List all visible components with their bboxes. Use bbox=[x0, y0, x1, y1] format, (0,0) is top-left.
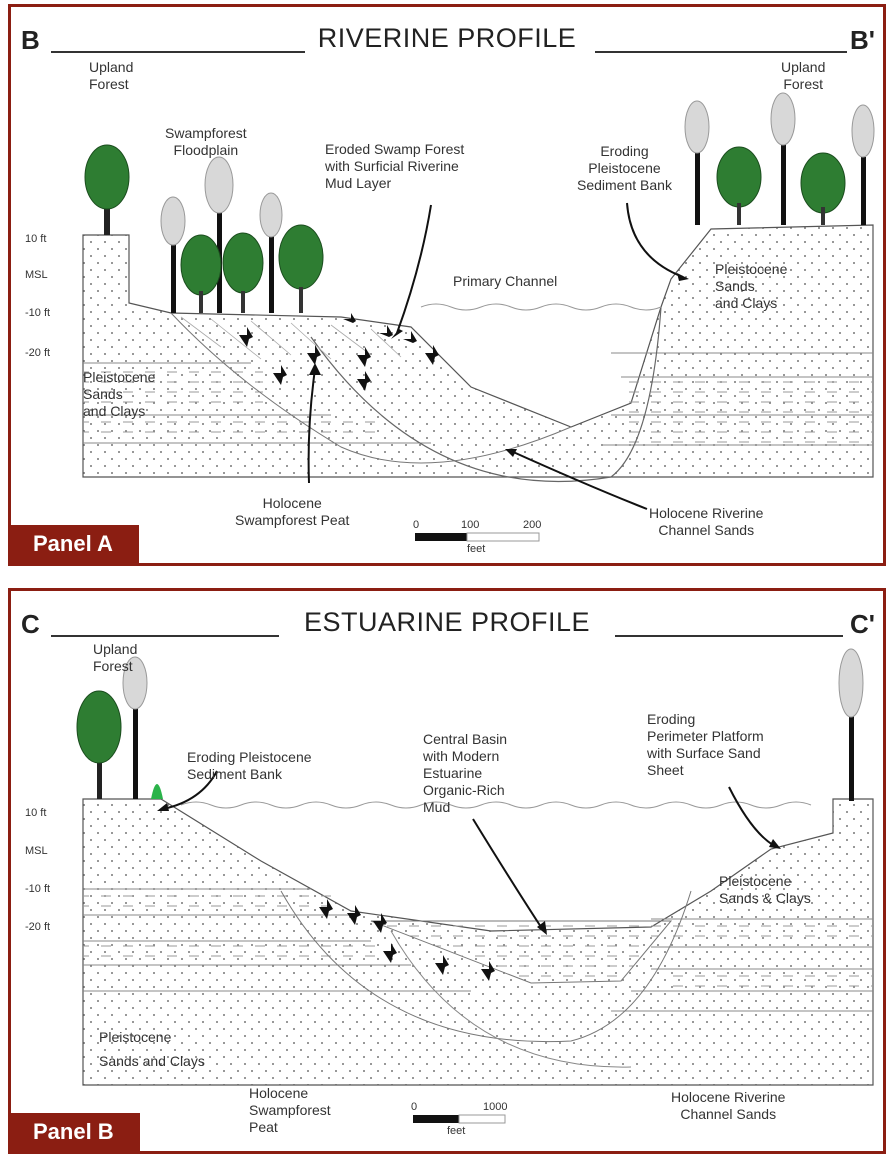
scale-unit: feet bbox=[467, 543, 486, 555]
label-central-basin: Central Basin with Modern Estuarine Orga… bbox=[423, 731, 508, 815]
label-pleistocene-left: Pleistocene Sands and Clays bbox=[83, 369, 156, 419]
estuarine-cross-section bbox=[76, 648, 874, 1124]
axis-label: -10 ft bbox=[25, 307, 51, 319]
panel-a: B RIVERINE PROFILE B' 10 ft MSL -10 ft -… bbox=[8, 4, 886, 566]
label-eroding-platform: Eroding Perimeter Platform with Surface … bbox=[647, 711, 764, 778]
panel-tag: Panel A bbox=[11, 525, 139, 563]
label-eroding-bank: Eroding Pleistocene Sediment Bank bbox=[577, 143, 672, 193]
label-upland-forest-left: Upland Forest bbox=[89, 59, 134, 92]
label-pleistocene-right: Pleistocene Sands and Clays bbox=[715, 261, 788, 311]
scale-tick: 0 bbox=[411, 1101, 418, 1113]
riverine-cross-section bbox=[82, 92, 875, 542]
section-end-label: C' bbox=[850, 609, 875, 639]
section-start-label: B bbox=[21, 25, 40, 55]
scale-tick: 200 bbox=[523, 519, 542, 531]
panel-b: C ESTUARINE PROFILE C' 10 ft MSL -10 ft … bbox=[8, 588, 886, 1154]
panel-title: ESTUARINE PROFILE bbox=[303, 607, 591, 637]
label-eroded-swamp-forest: Eroded Swamp Forest with Surficial River… bbox=[325, 141, 465, 191]
scale-unit: feet bbox=[447, 1125, 466, 1137]
section-end-label: B' bbox=[850, 25, 875, 55]
label-holocene-channel-sands: Holocene Riverine Channel Sands bbox=[649, 505, 764, 538]
section-start-label: C bbox=[21, 609, 40, 639]
label-primary-channel: Primary Channel bbox=[453, 273, 558, 289]
title-rule-left bbox=[51, 635, 279, 637]
label-holocene-peat: Holocene Swampforest Peat bbox=[235, 495, 350, 528]
label-upland-forest-right: Upland Forest bbox=[781, 59, 826, 92]
title-rule-right bbox=[615, 635, 843, 637]
axis-label: MSL bbox=[25, 845, 48, 857]
title-rule-left bbox=[51, 51, 305, 53]
label-holocene-channel-sands: Holocene Riverine Channel Sands bbox=[671, 1089, 786, 1122]
scale-tick: 1000 bbox=[483, 1101, 508, 1113]
label-pleistocene-right: Pleistocene Sands & Clays bbox=[719, 873, 811, 906]
label-upland-forest: Upland Forest bbox=[93, 641, 138, 674]
panel-title: RIVERINE PROFILE bbox=[317, 23, 577, 53]
axis-label: 10 ft bbox=[25, 233, 47, 245]
panel-tag: Panel B bbox=[11, 1113, 140, 1151]
axis-label: 10 ft bbox=[25, 807, 47, 819]
axis-label: MSL bbox=[25, 269, 48, 281]
label-swampforest-floodplain: Swampforest Floodplain bbox=[165, 125, 247, 158]
axis-label: -10 ft bbox=[25, 883, 51, 895]
label-pleistocene-left: Pleistocene Sands and Clays bbox=[99, 1029, 205, 1069]
scale-tick: 100 bbox=[461, 519, 480, 531]
axis-label: -20 ft bbox=[25, 347, 51, 359]
scale-tick: 0 bbox=[413, 519, 420, 531]
axis-label: -20 ft bbox=[25, 921, 51, 933]
label-eroding-bank: Eroding Pleistocene Sediment Bank bbox=[187, 749, 312, 782]
label-holocene-peat: Holocene Swampforest Peat bbox=[249, 1085, 331, 1135]
title-rule-right bbox=[595, 51, 847, 53]
